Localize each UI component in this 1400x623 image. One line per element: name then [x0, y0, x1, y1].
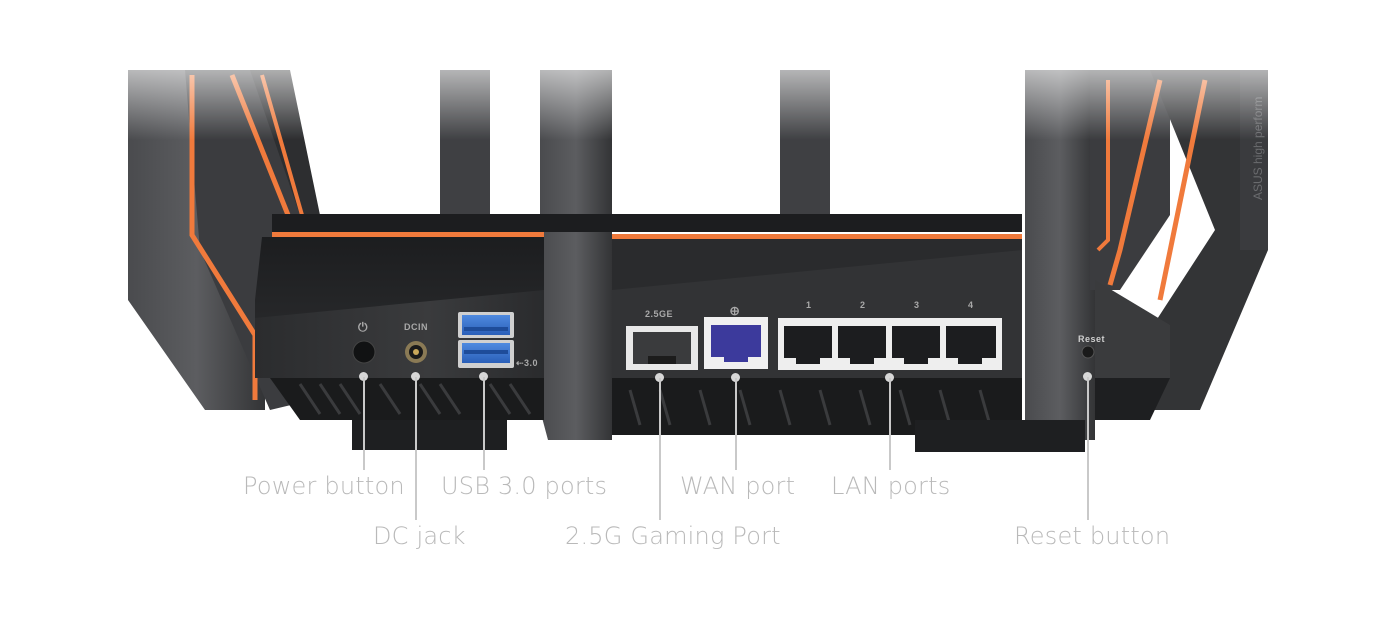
right-foot — [915, 420, 1085, 452]
lan-number-1: 1 — [806, 300, 812, 310]
reset-button[interactable] — [1081, 345, 1095, 359]
wan-port[interactable] — [704, 317, 768, 369]
globe-icon: 🜨 — [730, 306, 740, 318]
wan-dot — [731, 373, 740, 382]
gaming-leader — [659, 378, 661, 520]
gaming-port-marking: 2.5GE — [645, 309, 674, 319]
usb-marking: ⇠3.0 — [516, 358, 539, 368]
wan-leader — [735, 378, 737, 470]
orange-stripe-left — [272, 232, 544, 237]
callout-power-button: Power button — [243, 472, 405, 500]
lan-ports[interactable] — [778, 318, 1002, 370]
lan-number-3: 3 — [914, 300, 920, 310]
gaming-port-2-5g[interactable] — [626, 326, 698, 370]
power-button[interactable] — [352, 340, 376, 364]
callout-gaming-port: 2.5G Gaming Port — [565, 522, 781, 550]
usb-leader — [483, 377, 485, 470]
lan-leader — [889, 378, 891, 470]
center-left-antenna — [540, 70, 612, 440]
callout-lan-ports: LAN ports — [831, 472, 951, 500]
dc-leader — [415, 377, 417, 520]
callout-reset-button: Reset button — [1014, 522, 1171, 550]
usb-ports[interactable] — [458, 312, 514, 368]
right-panel — [1095, 280, 1170, 378]
power-symbol-icon: ⏻ — [358, 320, 368, 334]
callout-usb-ports: USB 3.0 ports — [441, 472, 608, 500]
usb-dot — [479, 372, 488, 381]
side-text: ASUS high perform — [1251, 97, 1265, 200]
lan-dot — [885, 373, 894, 382]
reset-leader — [1087, 377, 1089, 520]
reset-marking: Reset — [1078, 334, 1106, 344]
callout-wan-port: WAN port — [680, 472, 796, 500]
reset-dot — [1083, 372, 1092, 381]
center-right-antenna — [780, 70, 830, 215]
left-foot — [352, 420, 507, 450]
dcin-marking: DCIN — [404, 322, 428, 332]
power-dot — [359, 372, 368, 381]
lan-number-2: 2 — [860, 300, 866, 310]
body-top — [272, 214, 1022, 232]
gaming-dot — [655, 373, 664, 382]
power-leader — [363, 377, 365, 470]
callout-dc-jack: DC jack — [373, 522, 466, 550]
orange-stripe-right — [612, 234, 1022, 239]
lan-number-4: 4 — [968, 300, 974, 310]
dc-dot — [411, 372, 420, 381]
